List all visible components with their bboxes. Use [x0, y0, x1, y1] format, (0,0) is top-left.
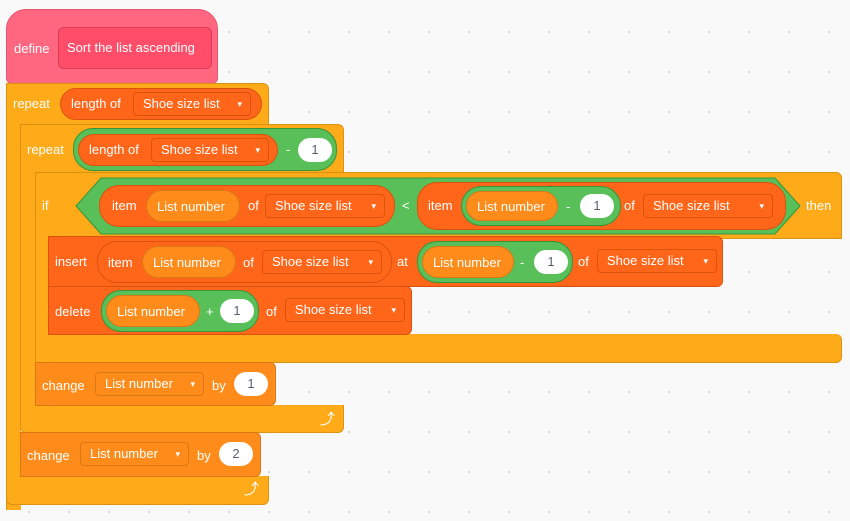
of-label: of	[243, 255, 254, 270]
loop-arrow-icon: ⤴	[320, 411, 336, 428]
variable-dropdown[interactable]: List number ▾	[95, 372, 204, 396]
item-of-reporter-left[interactable]: item List number of Shoe size list ▾	[99, 185, 395, 227]
variable-label: List number	[117, 304, 185, 319]
list-dropdown[interactable]: Shoe size list ▾	[597, 249, 717, 273]
insert-keyword: insert	[55, 254, 87, 269]
subtract-reporter[interactable]: List number - 1	[417, 241, 573, 283]
chevron-down-icon: ▾	[391, 305, 396, 315]
if-footer[interactable]	[35, 334, 842, 363]
plus-operator: +	[206, 304, 214, 319]
variable-label: List number	[153, 255, 221, 270]
chevron-down-icon: ▾	[237, 99, 242, 109]
delete-keyword: delete	[55, 304, 91, 319]
less-than-symbol: <	[402, 198, 410, 213]
list-number-variable[interactable]: List number	[146, 190, 240, 222]
list-dropdown-value: Shoe size list	[272, 254, 349, 269]
if-arm	[35, 234, 49, 344]
list-dropdown-value: Shoe size list	[161, 142, 238, 157]
chevron-down-icon: ▾	[759, 201, 764, 211]
loop-arrow-icon: ⤴	[244, 481, 260, 498]
of-label: of	[266, 304, 277, 319]
by-label: by	[197, 448, 211, 463]
list-number-variable[interactable]: List number	[142, 246, 236, 278]
list-dropdown-outer[interactable]: Shoe size list ▾	[133, 92, 251, 116]
list-dropdown-value: Shoe size list	[143, 96, 220, 111]
chevron-down-icon: ▾	[703, 256, 708, 266]
add-reporter[interactable]: List number + 1	[101, 290, 259, 332]
variable-dropdown[interactable]: List number ▾	[80, 442, 189, 466]
length-of-reporter-inner[interactable]: length of Shoe size list ▾	[78, 134, 278, 166]
list-dropdown[interactable]: Shoe size list ▾	[285, 298, 405, 322]
change-keyword: change	[42, 378, 85, 393]
variable-label: List number	[477, 199, 545, 214]
item-label: item	[112, 198, 137, 213]
at-label: at	[397, 254, 408, 269]
repeat-outer-keyword: repeat	[13, 96, 50, 111]
repeat-inner-arm	[20, 168, 36, 428]
if-keyword: if	[42, 198, 49, 213]
variable-label: List number	[157, 199, 225, 214]
list-dropdown-value: Shoe size list	[275, 198, 352, 213]
chevron-down-icon: ▾	[368, 257, 373, 267]
repeat-outer-arm	[6, 120, 21, 510]
minus-operator: -	[566, 199, 571, 214]
subtract-reporter[interactable]: List number - 1	[461, 186, 621, 226]
minus-operator: -	[286, 142, 291, 157]
repeat-inner-footer[interactable]	[20, 405, 344, 433]
item-of-reporter-right[interactable]: item List number - 1 of Shoe size list ▾	[417, 182, 786, 230]
list-dropdown-value: Shoe size list	[295, 302, 372, 317]
number-input[interactable]: 1	[298, 138, 332, 162]
by-label: by	[212, 378, 226, 393]
repeat-inner-keyword: repeat	[27, 142, 64, 157]
list-dropdown[interactable]: Shoe size list ▾	[265, 194, 385, 218]
length-of-reporter-outer[interactable]: length of Shoe size list ▾	[60, 88, 262, 120]
number-input[interactable]: 1	[234, 372, 268, 396]
custom-block-name[interactable]: Sort the list ascending	[58, 27, 212, 69]
list-number-variable[interactable]: List number	[422, 246, 514, 278]
number-input[interactable]: 1	[580, 194, 614, 218]
number-input[interactable]: 2	[219, 442, 253, 466]
chevron-down-icon: ▾	[371, 201, 376, 211]
repeat-outer-footer[interactable]	[6, 476, 269, 505]
chevron-down-icon: ▾	[255, 145, 260, 155]
variable-label: List number	[433, 255, 501, 270]
length-of-label: length of	[89, 142, 139, 157]
variable-dropdown-value: List number	[90, 446, 158, 461]
number-input[interactable]: 1	[534, 250, 568, 274]
chevron-down-icon: ▾	[190, 379, 195, 389]
then-keyword: then	[806, 198, 832, 213]
variable-dropdown-value: List number	[105, 376, 173, 391]
list-dropdown-value: Shoe size list	[607, 253, 684, 268]
list-number-variable[interactable]: List number	[106, 295, 200, 327]
of-label: of	[578, 254, 589, 269]
item-of-reporter[interactable]: item List number of Shoe size list ▾	[97, 241, 392, 283]
list-dropdown[interactable]: Shoe size list ▾	[262, 250, 382, 274]
list-dropdown[interactable]: Shoe size list ▾	[643, 194, 773, 218]
change-keyword: change	[27, 448, 70, 463]
length-of-label: length of	[71, 96, 121, 111]
item-label: item	[428, 198, 453, 213]
chevron-down-icon: ▾	[175, 449, 180, 459]
list-number-variable[interactable]: List number	[466, 191, 558, 221]
custom-block-label: Sort the list ascending	[67, 40, 195, 55]
number-input[interactable]: 1	[220, 299, 254, 323]
item-label: item	[108, 255, 133, 270]
define-keyword: define	[14, 41, 50, 56]
minus-operator: -	[520, 255, 525, 270]
list-dropdown-inner[interactable]: Shoe size list ▾	[151, 138, 269, 162]
list-dropdown-value: Shoe size list	[653, 198, 730, 213]
of-label: of	[248, 198, 259, 213]
subtract-reporter-inner[interactable]: length of Shoe size list ▾ - 1	[73, 128, 337, 171]
of-label: of	[624, 198, 635, 213]
